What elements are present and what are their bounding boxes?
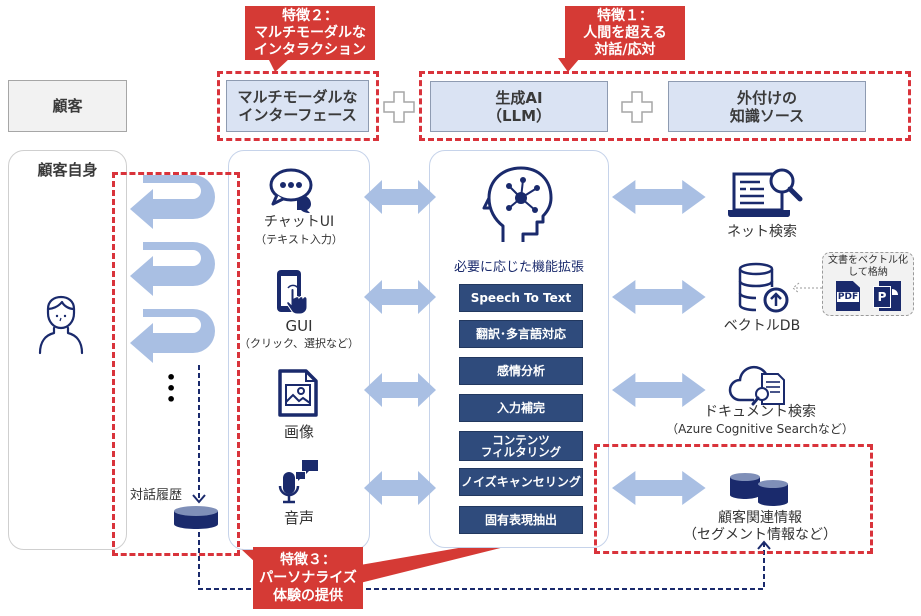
feature3-highlight-left xyxy=(112,172,240,556)
llm-vectordb-arrow xyxy=(612,280,706,314)
vectorize-note-line1: 文書をベクトル化 xyxy=(828,255,908,266)
customer-db-icon xyxy=(730,473,788,506)
powerpoint-file-icon: P xyxy=(873,281,901,311)
function-speech-to-text: Speech To Text xyxy=(459,284,583,312)
function-noise-cancelling: ノイズキャンセリング xyxy=(459,468,583,496)
vector-db-icon xyxy=(738,262,789,313)
llm-docsearch-arrow xyxy=(612,373,706,407)
loop-arrow xyxy=(130,242,215,296)
chat-ui-label: チャットUI xyxy=(263,214,335,230)
pdf-file-icon: PDF xyxy=(836,281,860,311)
plus-icon xyxy=(383,91,415,123)
history-label: 対話履歴 xyxy=(130,488,183,503)
vector-db-label: ベクトルDB xyxy=(723,318,801,334)
feature1-highlight xyxy=(419,71,911,141)
customer-header: 顧客 xyxy=(8,80,127,132)
feature2-pointer xyxy=(268,58,290,72)
feature1-callout: 特徴１： 人間を超える 対話/応対 xyxy=(565,6,685,60)
microphone-icon xyxy=(278,460,318,504)
knowledge-header-line2: 知識ソース xyxy=(729,106,805,125)
loop-arrow xyxy=(130,175,215,229)
gui-sublabel: （クリック、選択など） xyxy=(238,337,359,350)
feature3-callout: 特徴３： パーソナライズ 体験の提供 xyxy=(253,547,363,609)
interface-header: マルチモーダルな インターフェース xyxy=(226,80,369,132)
function-content-filtering: コンテンツ フィルタリング xyxy=(459,431,583,461)
feature2-title: 特徴２： xyxy=(282,7,338,24)
feature1-line1: 人間を超える xyxy=(583,24,667,41)
feature1-title: 特徴１： xyxy=(597,7,653,24)
customer-info-sublabel: （セグメント情報など） xyxy=(683,527,837,543)
feature2-line1: マルチモーダルな xyxy=(254,24,366,41)
customer-info-label: 顧客関連情報 xyxy=(718,510,802,526)
customer-panel-title: 顧客自身 xyxy=(37,161,98,179)
pdf-file-label: PDF xyxy=(837,292,859,302)
feature3-highlight-right xyxy=(594,444,873,554)
llm-header-line2: （LLM） xyxy=(486,106,552,125)
function-sentiment-analysis: 感情分析 xyxy=(459,357,583,385)
feature2-highlight xyxy=(217,71,379,141)
person-icon xyxy=(38,295,84,355)
feature1-pointer xyxy=(558,58,580,72)
web-search-label: ネット検索 xyxy=(727,224,797,240)
feature2-line2: インタラクション xyxy=(254,41,366,58)
web-search-icon xyxy=(728,168,803,217)
vectorize-arrow xyxy=(792,282,826,294)
feature1-line2: 対話/応対 xyxy=(594,41,656,58)
vectorize-note: 文書をベクトル化 して格納 PDF P xyxy=(822,252,914,316)
interface-header-line2: インターフェース xyxy=(238,106,357,124)
chat-bubble-icon xyxy=(269,168,313,213)
image-label: 画像 xyxy=(283,423,314,441)
feature3-line1: パーソナライズ xyxy=(259,570,357,586)
function-extension-caption: 必要に応じた機能拡張 xyxy=(453,260,584,275)
loop-arrow xyxy=(130,309,215,363)
customer-header-label: 顧客 xyxy=(52,97,83,115)
feature2-callout: 特徴２： マルチモーダルな インタラクション xyxy=(245,6,375,60)
llm-websearch-arrow xyxy=(612,180,706,214)
chat-llm-arrow xyxy=(364,180,436,214)
feature3-title: 特徴３： xyxy=(280,552,336,568)
cloud-document-search-icon xyxy=(728,365,785,406)
history-database-icon xyxy=(174,506,218,529)
llm-header-line1: 生成AI xyxy=(495,88,543,107)
conversation-loop-arrows xyxy=(130,175,215,363)
continuation-dots: ••• xyxy=(166,368,177,409)
interface-header-line1: マルチモーダルな xyxy=(237,88,358,106)
customer-panel: 顧客自身 xyxy=(8,150,127,550)
interface-panel xyxy=(228,150,370,550)
knowledge-header-line1: 外付けの xyxy=(736,88,797,107)
image-file-icon xyxy=(278,369,318,417)
vectorize-note-line2: して格納 xyxy=(848,267,888,278)
ai-brain-head-icon xyxy=(482,166,553,242)
knowledge-header: 外付けの 知識ソース xyxy=(668,81,866,132)
gui-llm-arrow xyxy=(364,280,436,314)
function-input-completion: 入力補完 xyxy=(459,394,583,422)
feature3-line2: 体験の提供 xyxy=(273,588,343,604)
touch-phone-icon xyxy=(277,270,308,315)
plus-icon xyxy=(621,91,653,123)
gui-label: GUI xyxy=(285,317,313,335)
function-translation: 翻訳･多言語対応 xyxy=(459,320,583,348)
document-search-sublabel: （Azure Cognitive Searchなど） xyxy=(666,422,854,436)
function-named-entity-extraction: 固有表現抽出 xyxy=(459,506,583,534)
voice-label: 音声 xyxy=(283,509,314,527)
document-search-label: ドキュメント検索 xyxy=(704,404,816,420)
voice-llm-arrow xyxy=(364,471,436,505)
powerpoint-file-label: P xyxy=(873,286,891,308)
image-llm-arrow xyxy=(364,373,436,407)
chat-ui-sublabel: （テキスト入力） xyxy=(255,233,343,246)
llm-header: 生成AI （LLM） xyxy=(430,81,608,132)
